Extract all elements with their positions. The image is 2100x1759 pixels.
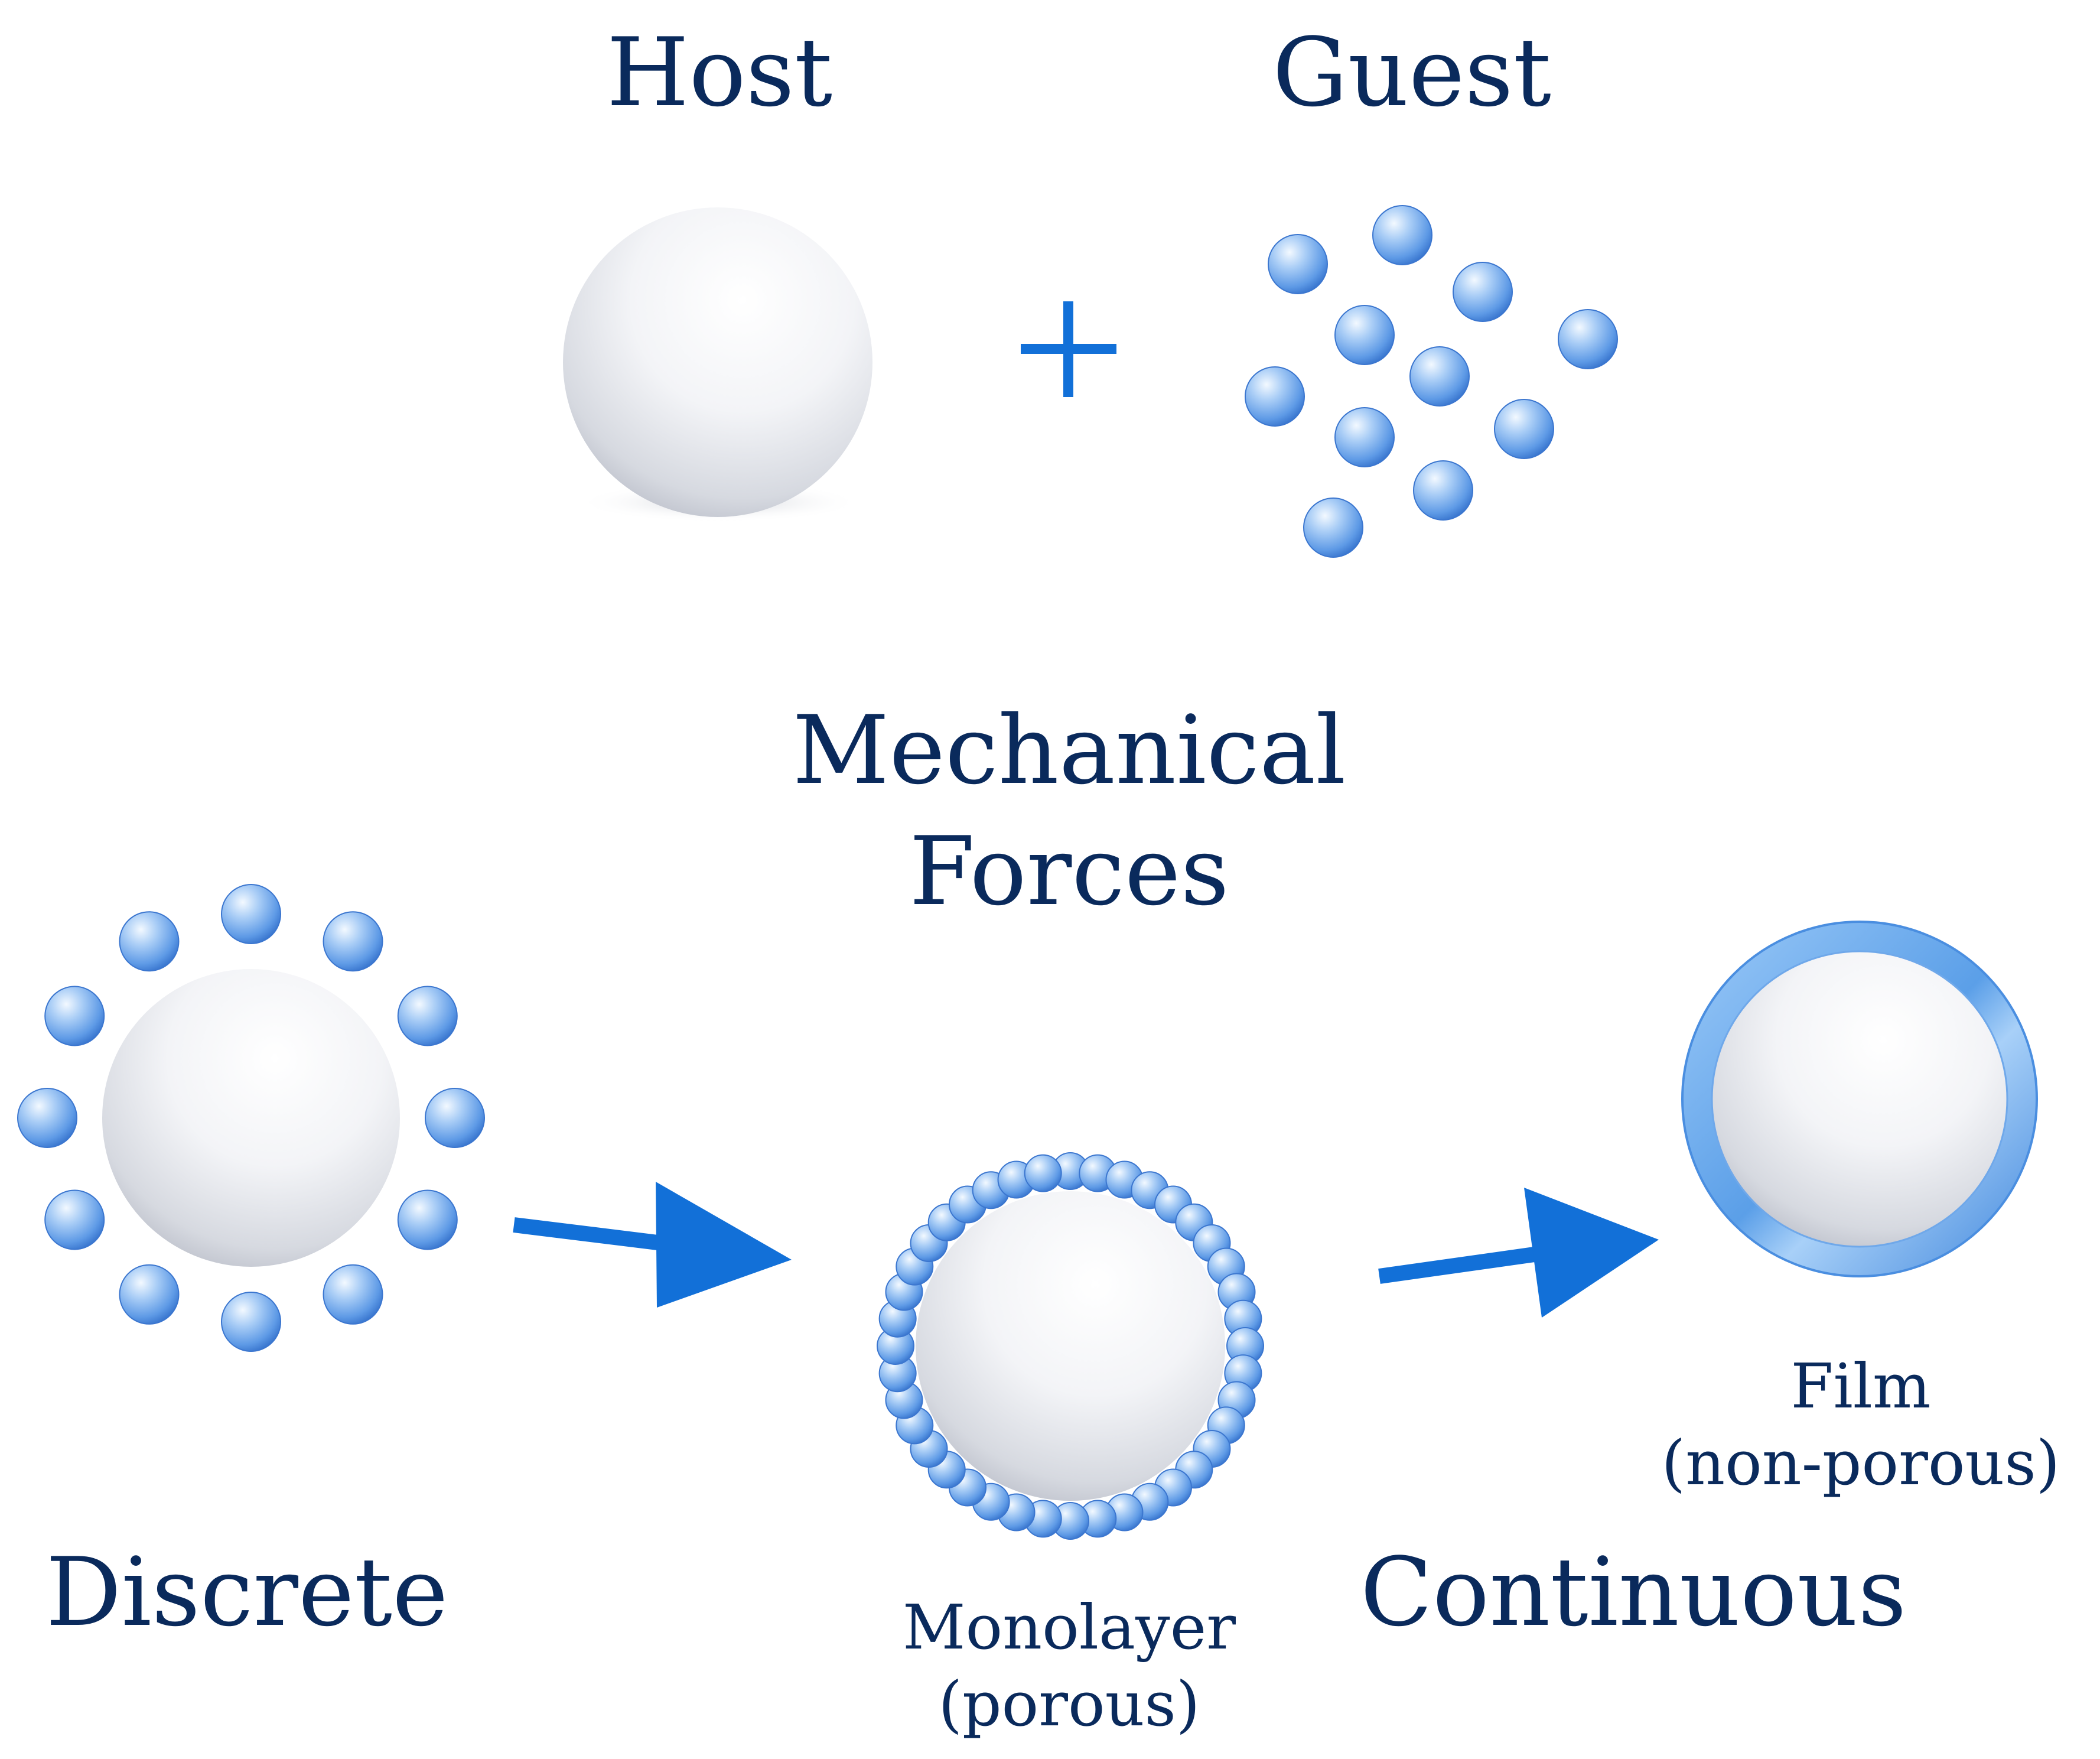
guest-particles-icon — [1245, 205, 1618, 558]
guest-sphere-icon — [17, 1088, 77, 1148]
guest-sphere-icon — [119, 911, 180, 972]
discrete-coating-icon — [17, 884, 485, 1352]
guest-sphere-icon — [44, 1189, 105, 1250]
film-label-line1: Film — [1790, 1350, 1930, 1422]
guest-sphere-icon — [425, 1088, 485, 1148]
guest-sphere-icon — [1494, 399, 1554, 459]
guest-sphere-icon — [1268, 234, 1328, 294]
film-label-line2: (non-porous) — [1662, 1427, 2060, 1499]
host-label: Host — [607, 17, 832, 128]
arrow-right-icon — [513, 1182, 792, 1308]
discrete-label: Discrete — [45, 1537, 448, 1647]
mechanical-forces-label-line2: Forces — [909, 816, 1229, 926]
guest-sphere-icon — [1409, 346, 1470, 407]
guest-sphere-icon — [1334, 407, 1395, 467]
guest-sphere-icon — [1334, 305, 1395, 365]
guest-sphere-icon — [397, 1189, 458, 1250]
guest-sphere-icon — [119, 1264, 180, 1325]
guest-sphere-icon — [1413, 460, 1473, 521]
guest-label: Guest — [1272, 17, 1551, 128]
guest-sphere-icon — [1372, 205, 1432, 265]
guest-sphere-icon — [44, 986, 105, 1046]
monolayer-label-line1: Monolayer — [903, 1591, 1236, 1663]
arrow-right-icon — [1378, 1188, 1659, 1318]
plus-icon — [1021, 301, 1116, 397]
guest-sphere-icon — [1024, 1154, 1062, 1192]
guest-sphere-icon — [221, 884, 281, 944]
guest-sphere-icon — [221, 1292, 281, 1352]
guest-sphere-icon — [323, 1264, 383, 1325]
guest-sphere-icon — [1453, 262, 1513, 322]
guest-sphere-icon — [1303, 498, 1363, 558]
film-coating-icon — [1681, 921, 2038, 1277]
monolayer-coating-icon — [877, 1152, 1264, 1540]
guest-sphere-icon — [1558, 309, 1618, 369]
continuous-label: Continuous — [1360, 1537, 1907, 1647]
monolayer-label-line2: (porous) — [938, 1668, 1200, 1740]
host-particle-icon — [563, 207, 872, 522]
guest-sphere-icon — [1245, 366, 1305, 427]
guest-sphere-icon — [323, 911, 383, 972]
mechanical-forces-label-line1: Mechanical — [793, 695, 1346, 805]
guest-sphere-icon — [397, 986, 458, 1046]
